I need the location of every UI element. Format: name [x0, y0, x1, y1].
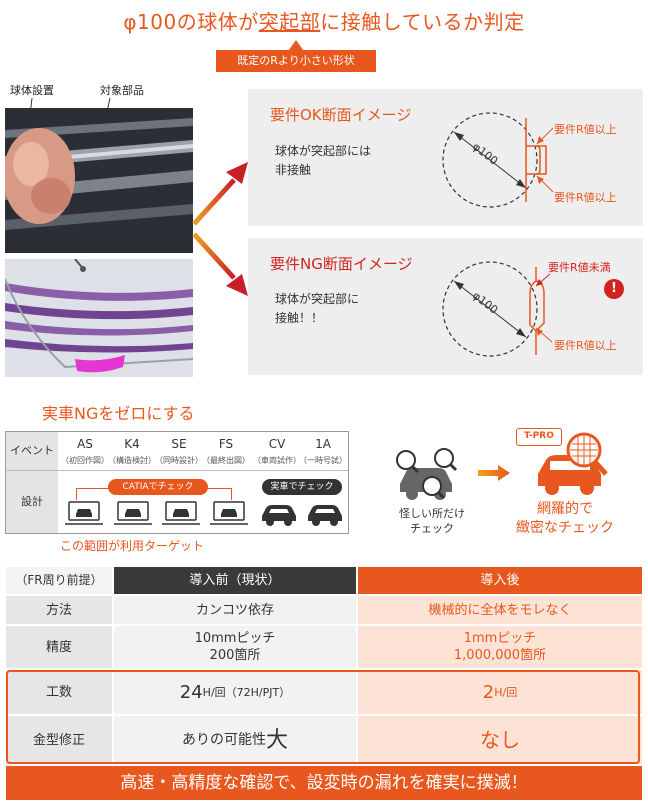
label-part: 対象部品 — [100, 84, 144, 97]
mold-fix-after: なし — [358, 716, 642, 764]
ok-section-diagram — [442, 112, 547, 208]
tpro-check-icon — [538, 432, 608, 495]
event-sub: （最終出図） — [202, 456, 250, 465]
precision-after-line1: 1mmピッチ — [463, 631, 537, 646]
mold-fix-before-text: ありの可能性 — [181, 731, 266, 748]
ng-annotation-bottom: 要件R値以上 — [554, 339, 617, 352]
footer-banner: 高速・高精度な確認で、設変時の漏れを確実に撲滅！ — [6, 766, 642, 800]
mold-fix-before-big: 大 — [265, 727, 288, 753]
event-sub: （構造検討） — [108, 456, 156, 465]
manhours-after-value: 2 — [482, 681, 495, 703]
grille-photo-drawing — [5, 108, 193, 253]
mold-fix-before: ありの可能性大 — [114, 716, 356, 764]
ng-panel-text-1: 球体が突起部に — [275, 292, 360, 306]
title-badge: 既定のRより小さい形状 — [216, 50, 376, 72]
precision-before-line1: 10mmピッチ — [194, 631, 276, 646]
photo-ball-on-grille — [5, 108, 193, 253]
tpro-badge: T-PRO — [516, 428, 562, 446]
catia-check-label: CATIAでチェック — [108, 479, 208, 495]
event-code: FS — [218, 437, 234, 451]
timeline-row-event: イベント — [6, 432, 58, 470]
ok-panel-title: 要件OK断面イメージ — [270, 106, 412, 124]
event-code: AS — [77, 437, 93, 451]
table-header-before: 導入前（現状） — [114, 567, 356, 594]
label-ball: 球体設置 — [10, 84, 54, 97]
timeline-divider — [6, 470, 348, 471]
ng-annotation-arrows — [535, 273, 553, 343]
ok-annotation-arrows — [536, 127, 554, 193]
precision-before: 10mmピッチ 200箇所 — [114, 626, 356, 668]
precision-before-line2: 200箇所 — [209, 648, 261, 663]
timeline-row-design: 設計 — [6, 471, 58, 533]
table-header-after: 導入後 — [358, 567, 642, 594]
timeline-frame — [5, 431, 349, 534]
tpro-caption-2: 緻密なチェック — [516, 520, 614, 536]
page-title: φ100の球体が突起部に接触しているか判定 — [123, 10, 525, 34]
ok-panel — [248, 89, 643, 226]
manhours-before-unit: H/回（72H/PJT） — [202, 685, 291, 699]
event-code: SE — [171, 437, 187, 451]
event-code: K4 — [124, 437, 140, 451]
tpro-caption-1: 網羅的で — [537, 501, 593, 517]
event-sub: （初回作図） — [61, 456, 109, 465]
manual-caption-1: 怪しい所だけ — [399, 507, 465, 520]
method-before: カンコツ依存 — [114, 596, 356, 624]
event-sub: （車両試作） — [253, 456, 301, 465]
row-label-mold-fix: 金型修正 — [6, 716, 112, 764]
row-label-manhours: 工数 — [6, 670, 112, 714]
timeline-title: 実車NGをゼロにする — [42, 404, 195, 423]
manhours-before-value: 24 — [179, 681, 203, 703]
warning-icon: ! — [604, 279, 624, 299]
event-sub: （一時号試） — [299, 456, 347, 465]
ok-panel-text-2: 非接触 — [275, 163, 312, 177]
ng-panel — [248, 238, 643, 375]
event-code: CV — [268, 437, 286, 451]
ng-annotation-top: 要件R値未満 — [548, 261, 611, 274]
row-label-method: 方法 — [6, 596, 112, 624]
cad-grille-image — [5, 259, 193, 377]
ok-annotation-top: 要件R値以上 — [554, 123, 617, 136]
cad-grille-drawing — [5, 259, 193, 377]
badge-pointer — [289, 40, 303, 50]
ok-panel-text-1: 球体が突起部には — [275, 144, 372, 158]
precision-after-line2: 1,000,000箇所 — [453, 648, 547, 663]
row-label-precision: 精度 — [6, 626, 112, 668]
arrows-to-panels — [192, 162, 248, 296]
range-caption: この範囲が利用ターゲット — [60, 539, 205, 553]
real-car-check-label: 実車でチェック — [262, 479, 342, 495]
manhours-after-unit: H/回 — [494, 685, 518, 699]
ok-annotation-bottom: 要件R値以上 — [554, 191, 617, 204]
table-header-label: （FR周り前提） — [6, 567, 112, 594]
car-icons — [262, 505, 342, 526]
manual-check-icon — [396, 448, 458, 500]
method-after: 機械的に全体をモレなく — [358, 596, 642, 624]
laptop-icons — [65, 501, 248, 525]
ng-panel-text-2: 接触！！ — [275, 311, 324, 325]
ng-panel-title: 要件NG断面イメージ — [270, 255, 413, 273]
precision-after: 1mmピッチ 1,000,000箇所 — [358, 626, 642, 668]
event-sub: （同時設計） — [155, 456, 203, 465]
event-code: 1A — [315, 437, 331, 451]
laptop-icon — [65, 501, 248, 525]
compare-arrow — [478, 465, 510, 481]
manual-caption-2: チェック — [410, 522, 454, 535]
